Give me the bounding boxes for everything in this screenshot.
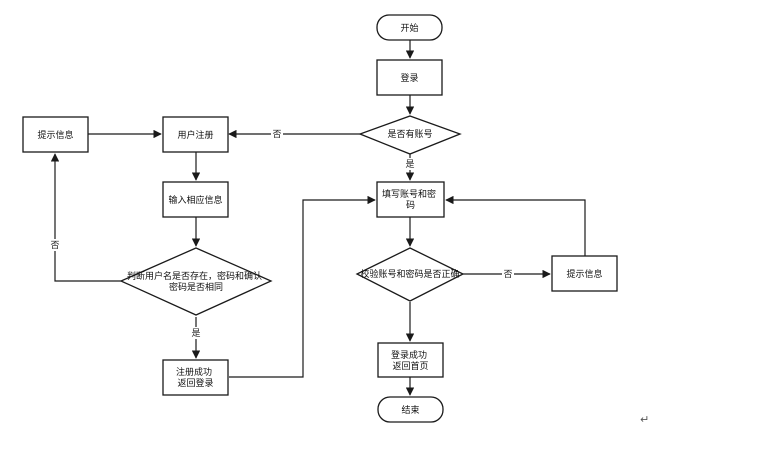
check-user-label-line1: 判断用户名是否存在，密码和确认 xyxy=(127,270,262,282)
register-node-label: 用户注册 xyxy=(177,129,213,141)
fill-account-node: 填写账号和密 码 xyxy=(376,181,445,218)
reg-success-line1: 注册成功 xyxy=(176,366,212,378)
fill-account-label: 填写账号和密 码 xyxy=(382,188,439,211)
edges xyxy=(50,40,586,396)
edge-label-verify-no: 否 xyxy=(503,269,512,280)
login-node: 登录 xyxy=(376,59,443,96)
prompt-left-node: 提示信息 xyxy=(22,116,89,153)
prompt-right-label: 提示信息 xyxy=(566,268,602,280)
end-node: 结束 xyxy=(377,396,444,423)
login-success-node: 登录成功 返回首页 xyxy=(377,342,444,378)
login-success-line1: 登录成功 xyxy=(391,349,427,361)
edge-prompt-fill xyxy=(445,195,586,256)
login-node-label: 登录 xyxy=(400,73,418,84)
has-account-label: 是否有账号 xyxy=(387,128,432,140)
reg-success-line2: 返回登录 xyxy=(177,377,213,389)
paragraph-return-mark: ↵ xyxy=(640,413,650,426)
check-user-label-line2: 密码是否相同 xyxy=(169,281,223,293)
prompt-left-label: 提示信息 xyxy=(37,129,73,141)
check-user-decision: 判断用户名是否存在，密码和确认 密码是否相同 xyxy=(119,247,273,316)
login-success-label: 登录成功 返回首页 xyxy=(391,349,430,372)
has-account-decision: 是否有账号 xyxy=(358,115,462,155)
fill-account-line2: 码 xyxy=(406,200,415,211)
verify-decision: 校验账号和密码是否正确 xyxy=(355,247,465,302)
edge-label-check-no: 否 xyxy=(50,240,59,251)
end-node-label: 结束 xyxy=(401,404,419,416)
start-node-label: 开始 xyxy=(400,22,418,34)
login-success-line2: 返回首页 xyxy=(392,360,428,372)
edge-check-prompt xyxy=(50,153,121,282)
start-node: 开始 xyxy=(376,14,443,41)
verify-label: 校验账号和密码是否正确 xyxy=(360,268,459,280)
input-info-label: 输入相应信息 xyxy=(168,194,222,206)
edge-labels: 否 是 否 是 否 xyxy=(49,128,514,339)
reg-success-label: 注册成功 返回登录 xyxy=(176,366,215,389)
reg-success-node: 注册成功 返回登录 xyxy=(162,359,229,396)
input-info-node: 输入相应信息 xyxy=(162,181,229,218)
fill-account-line1: 填写账号和密 xyxy=(382,188,436,200)
edge-label-check-yes: 是 xyxy=(191,328,200,339)
check-user-label: 判断用户名是否存在，密码和确认 密码是否相同 xyxy=(127,270,265,293)
edge-success-fill xyxy=(229,195,376,378)
edge-label-no-register: 否 xyxy=(272,129,281,140)
edge-label-yes-fill: 是 xyxy=(405,159,414,170)
register-node: 用户注册 xyxy=(162,116,229,153)
prompt-right-node: 提示信息 xyxy=(551,255,618,292)
